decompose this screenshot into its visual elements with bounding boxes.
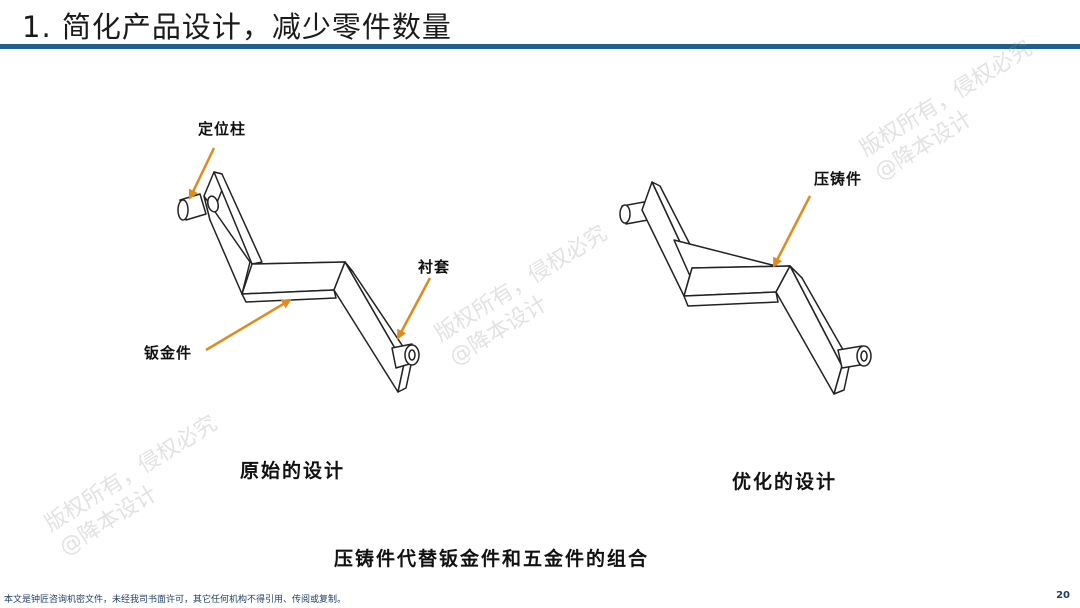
callout-locating-pin: 定位柱 <box>198 120 247 138</box>
sheet-metal-arrow <box>205 298 292 352</box>
page-number: 20 <box>1056 590 1070 601</box>
locating-pin-arrow <box>188 147 216 200</box>
original-bracket-drawing <box>177 171 420 393</box>
caption-original-design: 原始的设计 <box>240 460 346 482</box>
title-rule <box>0 44 1080 49</box>
callout-bushing: 衬套 <box>418 258 451 276</box>
caption-optimized-design: 优化的设计 <box>732 471 838 493</box>
optimized-bracket-drawing <box>619 181 872 395</box>
footer-notice: 本文是钟匠咨询机密文件，未经我司书面许可，其它任何机构不得引用、传阅或复制。 <box>4 595 347 605</box>
die-casting-arrow <box>772 195 812 268</box>
slide-title: 1. 简化产品设计，减少零件数量 <box>22 10 452 44</box>
summary-caption: 压铸件代替钣金件和五金件的组合 <box>334 548 650 570</box>
bushing-arrow <box>396 277 432 340</box>
callout-sheet-metal: 钣金件 <box>144 344 193 362</box>
callout-die-casting: 压铸件 <box>814 170 863 188</box>
